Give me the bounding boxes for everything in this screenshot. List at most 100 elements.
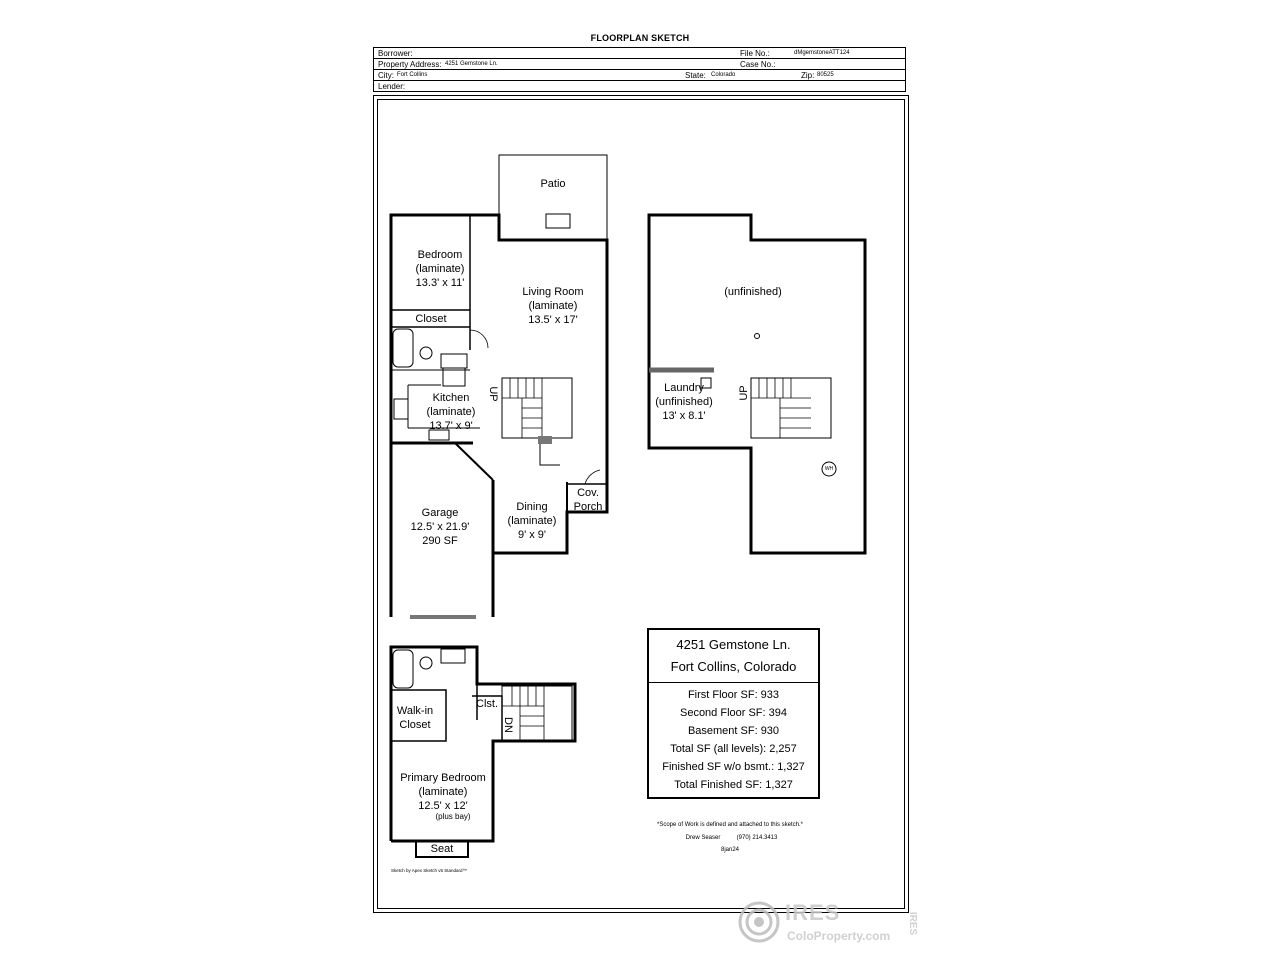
patio-label: Patio bbox=[540, 178, 566, 190]
living-room-label: Living Room (laminate) 13.5' x 17' bbox=[522, 285, 583, 327]
dining-size: 9' x 9' bbox=[517, 529, 547, 541]
finished-sf-without-basement: Finished SF w/o bsmt.: 1,327 bbox=[662, 761, 805, 773]
file-no-label: File No.: bbox=[740, 49, 770, 58]
garage-name: Garage bbox=[421, 507, 459, 519]
garage-label: Garage 12.5' x 21.9' 290 SF bbox=[411, 506, 470, 548]
summary-lines: First Floor SF: 933 Second Floor SF: 394… bbox=[649, 686, 818, 794]
second-floor-outer-wall bbox=[389, 645, 577, 843]
garage-size: 12.5' x 21.9' bbox=[410, 521, 470, 533]
sketch-sheet bbox=[373, 95, 909, 913]
bedroom-size: 13.3' x 11' bbox=[415, 277, 465, 289]
bathtub bbox=[392, 328, 414, 368]
closet-label: Closet bbox=[415, 313, 447, 325]
dining-floor: (laminate) bbox=[507, 515, 557, 527]
laundry-label: Laundry (unfinished) 13' x 8.1' bbox=[655, 381, 712, 423]
floor-drain bbox=[754, 333, 760, 339]
laundry-name: Laundry bbox=[664, 382, 704, 394]
plus-bay-label: (plus bay) bbox=[435, 812, 471, 821]
bathtub-upstairs bbox=[392, 649, 414, 689]
porch-line2: Porch bbox=[573, 501, 603, 513]
bath-door-swing bbox=[469, 329, 489, 349]
total-sf-all-levels: Total SF (all levels): 2,257 bbox=[670, 743, 797, 755]
bedroom-name: Bedroom bbox=[417, 249, 463, 261]
stairs-up-label-main: UP bbox=[487, 386, 499, 402]
walkin-closet-wall bbox=[391, 689, 447, 742]
watermark-url: ColoProperty.com bbox=[787, 929, 891, 943]
page-title: FLOORPLAN SKETCH bbox=[590, 33, 690, 43]
primary-bedroom-name: Primary Bedroom bbox=[400, 772, 486, 784]
porch-door-swing bbox=[584, 469, 601, 485]
water-heater-icon bbox=[821, 461, 837, 477]
total-finished-sf: Total Finished SF: 1,327 bbox=[674, 779, 793, 791]
zip-label: Zip: bbox=[801, 71, 815, 80]
seat-bay bbox=[415, 840, 469, 858]
author-name: Drew Seaser bbox=[685, 835, 721, 841]
walkin-line1: Walk-in bbox=[396, 705, 434, 717]
main-floor-outer-wall bbox=[389, 213, 609, 617]
primary-bedroom-label: Primary Bedroom (laminate) 12.5' x 12' bbox=[400, 771, 486, 813]
scope-note: *Scope of Work is defined and attached t… bbox=[657, 822, 803, 828]
primary-bedroom-size: 12.5' x 12' bbox=[418, 800, 468, 812]
stove bbox=[393, 398, 409, 420]
address-label: Property Address: bbox=[378, 60, 442, 69]
basement-sf: Basement SF: 930 bbox=[687, 725, 780, 737]
bedroom-floor: (laminate) bbox=[415, 263, 465, 275]
header-row-address: Property Address: 4251 Gemstone Ln. Case… bbox=[374, 59, 905, 70]
basement-outline bbox=[647, 213, 867, 555]
stairs-up-label-basement: UP bbox=[738, 385, 750, 401]
kitchen-label: Kitchen (laminate) 13.7' x 9' bbox=[427, 391, 476, 433]
square-footage-summary: 4251 Gemstone Ln. Fort Collins, Colorado… bbox=[647, 628, 820, 799]
summary-divider bbox=[649, 682, 818, 683]
borrower-label: Borrower: bbox=[378, 49, 413, 58]
file-no-value: dMgemstoneATT124 bbox=[794, 50, 850, 56]
sketch-software: Sketch by Apex Sketch v5 Standard™ bbox=[391, 868, 468, 873]
header-row-borrower: Borrower: File No.: dMgemstoneATT124 bbox=[374, 48, 905, 59]
bath-sink bbox=[440, 353, 468, 369]
kitchen-sink bbox=[428, 429, 450, 441]
water-heater-label: WH bbox=[824, 466, 834, 472]
living-room-size: 13.5' x 17' bbox=[528, 314, 578, 326]
header-row-city: City: Fort Collins State: Colorado Zip: … bbox=[374, 70, 905, 81]
covered-porch-label: Cov. Porch bbox=[574, 486, 603, 514]
garage-sf: 290 SF bbox=[422, 535, 458, 547]
living-room-name: Living Room bbox=[522, 286, 584, 298]
stairs-upstairs-treads bbox=[502, 686, 545, 741]
watermark-brand: IRES bbox=[785, 900, 841, 925]
lender-label: Lender: bbox=[378, 82, 406, 91]
toilet bbox=[419, 346, 433, 360]
toilet-upstairs bbox=[419, 656, 433, 670]
porch-line1: Cov. bbox=[577, 487, 599, 499]
ires-logo-icon bbox=[738, 901, 780, 943]
sketch-sheet-inner-border bbox=[377, 99, 905, 909]
state-value: Colorado bbox=[711, 72, 736, 78]
upstairs-closet-label: Clst. bbox=[476, 698, 498, 710]
kitchen-size: 13.7' x 9' bbox=[429, 420, 473, 432]
ires-watermark: IRES ColoProperty.com IRES bbox=[737, 898, 927, 950]
walkin-line2: Closet bbox=[399, 719, 431, 731]
bedroom-label: Bedroom (laminate) 13.3' x 11' bbox=[416, 248, 465, 290]
sink-upstairs bbox=[440, 648, 466, 664]
summary-address: 4251 Gemstone Ln. Fort Collins, Colorado bbox=[649, 630, 818, 678]
walkin-closet-label: Walk-in Closet bbox=[397, 704, 433, 732]
fridge bbox=[442, 367, 466, 387]
laundry-sink bbox=[700, 377, 712, 389]
author-phone: (970) 214.3413 bbox=[736, 835, 778, 841]
laundry-size: 13' x 8.1' bbox=[662, 410, 706, 422]
dining-name: Dining bbox=[516, 501, 548, 513]
stair-post bbox=[538, 436, 552, 444]
patio-outline bbox=[498, 154, 608, 240]
stairs-main bbox=[501, 377, 573, 439]
sketch-date: 8jan24 bbox=[720, 847, 740, 853]
first-floor-sf: First Floor SF: 933 bbox=[687, 689, 780, 701]
second-floor-sf: Second Floor SF: 394 bbox=[679, 707, 787, 719]
living-room-floor: (laminate) bbox=[528, 300, 578, 312]
header-table: Borrower: File No.: dMgemstoneATT124 Pro… bbox=[373, 47, 906, 92]
summary-address-line1: 4251 Gemstone Ln. bbox=[676, 637, 791, 652]
address-value: 4251 Gemstone Ln. bbox=[445, 61, 498, 67]
dining-label: Dining (laminate) 9' x 9' bbox=[508, 500, 557, 542]
primary-bedroom-floor: (laminate) bbox=[418, 786, 468, 798]
stairs-basement-treads bbox=[751, 378, 811, 438]
garage-entry-wall bbox=[454, 442, 494, 481]
stairs-main-treads bbox=[502, 378, 543, 438]
